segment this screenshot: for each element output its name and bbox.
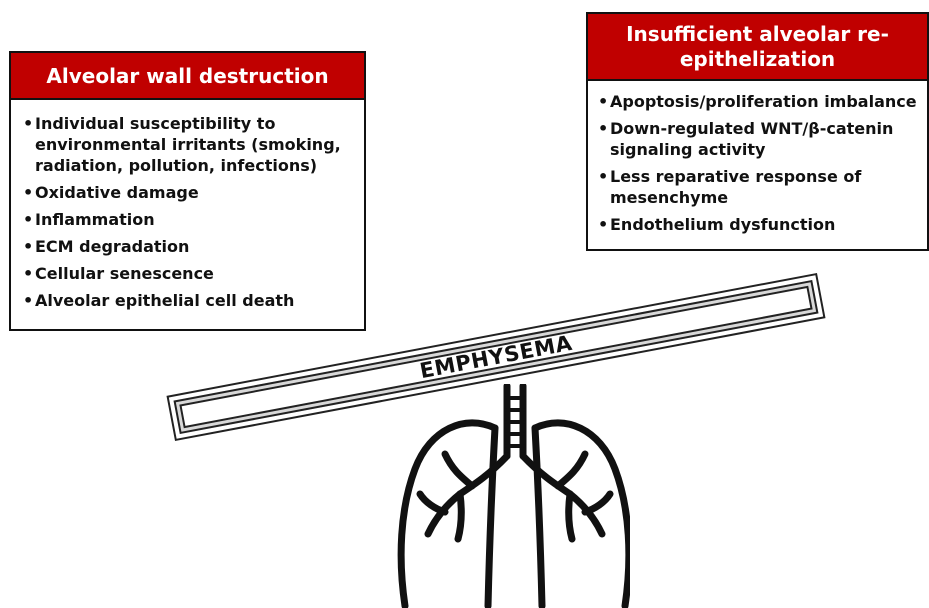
alveolar-wall-destruction-list: Individual susceptibility to environment…	[11, 100, 364, 311]
alveolar-wall-destruction-title: Alveolar wall destruction	[11, 53, 364, 100]
emphysema-label: EMPHYSEMA	[417, 330, 575, 384]
list-item: Inflammation	[23, 209, 358, 230]
insufficient-re-epithelization-title: Insufficient alveolar re-epithelization	[588, 14, 927, 81]
list-item: Alveolar epithelial cell death	[23, 290, 358, 311]
alveolar-wall-destruction-box: Alveolar wall destruction Individual sus…	[9, 51, 366, 331]
list-item: ECM degradation	[23, 236, 358, 257]
list-item: Cellular senescence	[23, 263, 358, 284]
list-item: Endothelium dysfunction	[598, 214, 923, 235]
list-item: Individual susceptibility to environment…	[23, 113, 358, 176]
lungs-icon	[397, 384, 630, 608]
insufficient-re-epithelization-box: Insufficient alveolar re-epithelization …	[586, 12, 929, 251]
list-item: Down-regulated WNT/β-catenin signaling a…	[598, 118, 923, 160]
list-item: Less reparative response of mesenchyme	[598, 166, 923, 208]
list-item: Oxidative damage	[23, 182, 358, 203]
insufficient-re-epithelization-list: Apoptosis/proliferation imbalance Down-r…	[588, 81, 927, 235]
list-item: Apoptosis/proliferation imbalance	[598, 91, 923, 112]
